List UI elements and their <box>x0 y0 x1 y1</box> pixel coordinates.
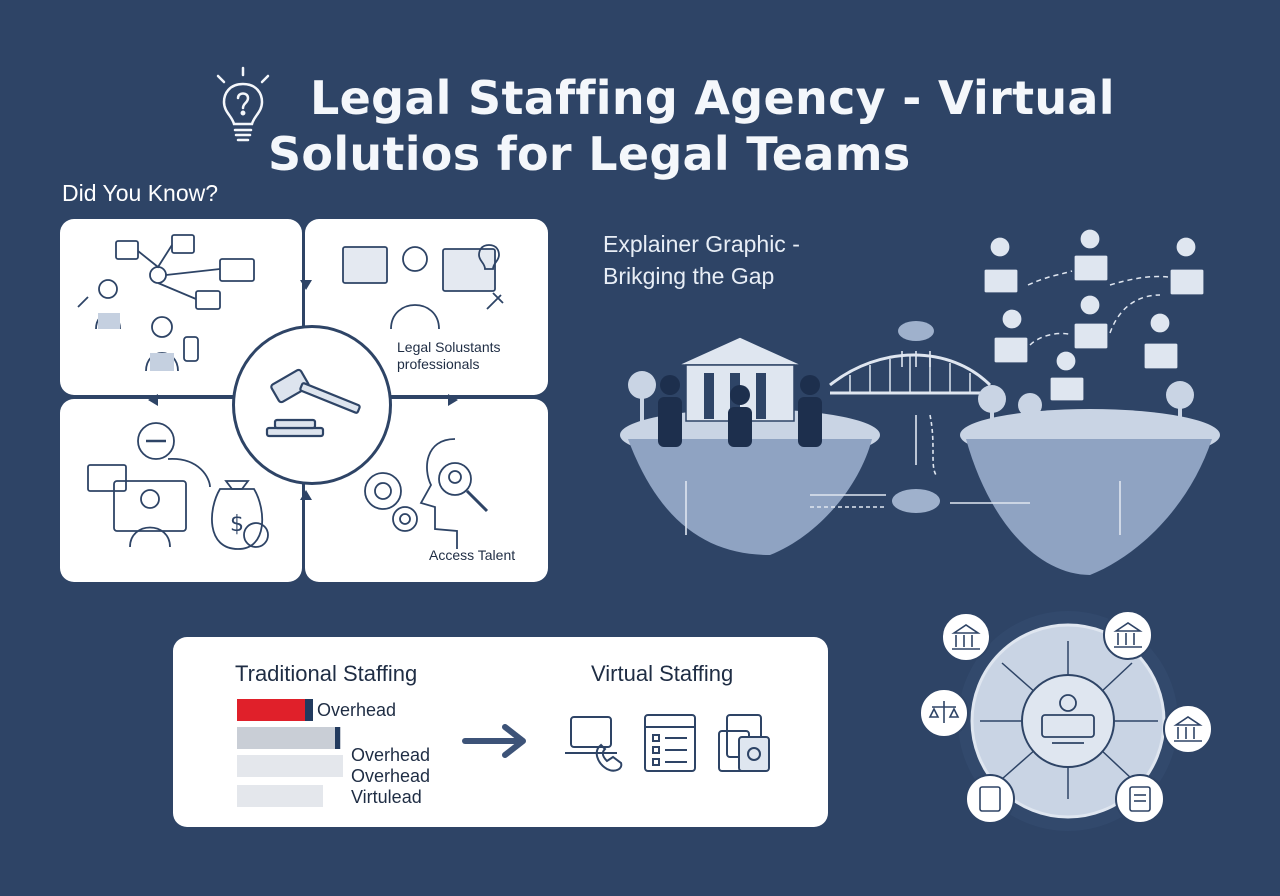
title-line-2: Solutios for Legal Teams <box>268 127 911 181</box>
traditional-staffing-title: Traditional Staffing <box>235 661 418 686</box>
explainer-line-1: Explainer Graphic - <box>603 231 800 257</box>
overhead-bar-marker <box>305 699 313 721</box>
did-you-know-heading: Did You Know? <box>62 180 219 206</box>
panel-talent: Access Talent <box>305 399 548 582</box>
bar-label-4: Virtulead <box>351 787 422 807</box>
talent-label: Access Talent <box>429 547 516 563</box>
page-title: Legal Staffing Agency - Virtual Solutios… <box>268 70 1168 182</box>
arrow-right-icon <box>462 724 526 758</box>
overhead-bar-gray-marker <box>335 727 340 749</box>
virtual-staffing-title: Virtual Staffing <box>591 661 734 686</box>
overhead-bar-red <box>237 699 313 721</box>
overhead-bar-gray <box>237 727 341 749</box>
explainer-line-2: Brikging the Gap <box>603 263 775 289</box>
bar-label-3: Overhead <box>351 766 431 786</box>
bar-label-2: Overhead <box>351 745 431 765</box>
overhead-bar-light <box>237 755 343 777</box>
lightbulb-icon <box>212 66 274 150</box>
gavel-hub <box>232 325 392 485</box>
bar-label-1: Overhead <box>317 700 397 720</box>
svg-text:$: $ <box>230 512 244 537</box>
professionals-label: Legal Solustants professionals <box>397 339 501 372</box>
title-line-1: Legal Staffing Agency - Virtual <box>310 71 1115 125</box>
virtual-tools-icons <box>565 714 770 772</box>
network-hub-icon <box>919 610 1213 831</box>
virtulead-bar <box>237 785 323 807</box>
explainer-heading: Explainer Graphic - Brikging the Gap <box>603 228 800 292</box>
center-arrows <box>148 280 458 500</box>
gavel-icon <box>265 368 361 438</box>
bridge-illustration <box>620 228 1220 575</box>
staffing-comparison-card: Traditional Staffing Virtual Staffing Ov… <box>173 637 828 827</box>
bridge-icon <box>829 353 992 395</box>
